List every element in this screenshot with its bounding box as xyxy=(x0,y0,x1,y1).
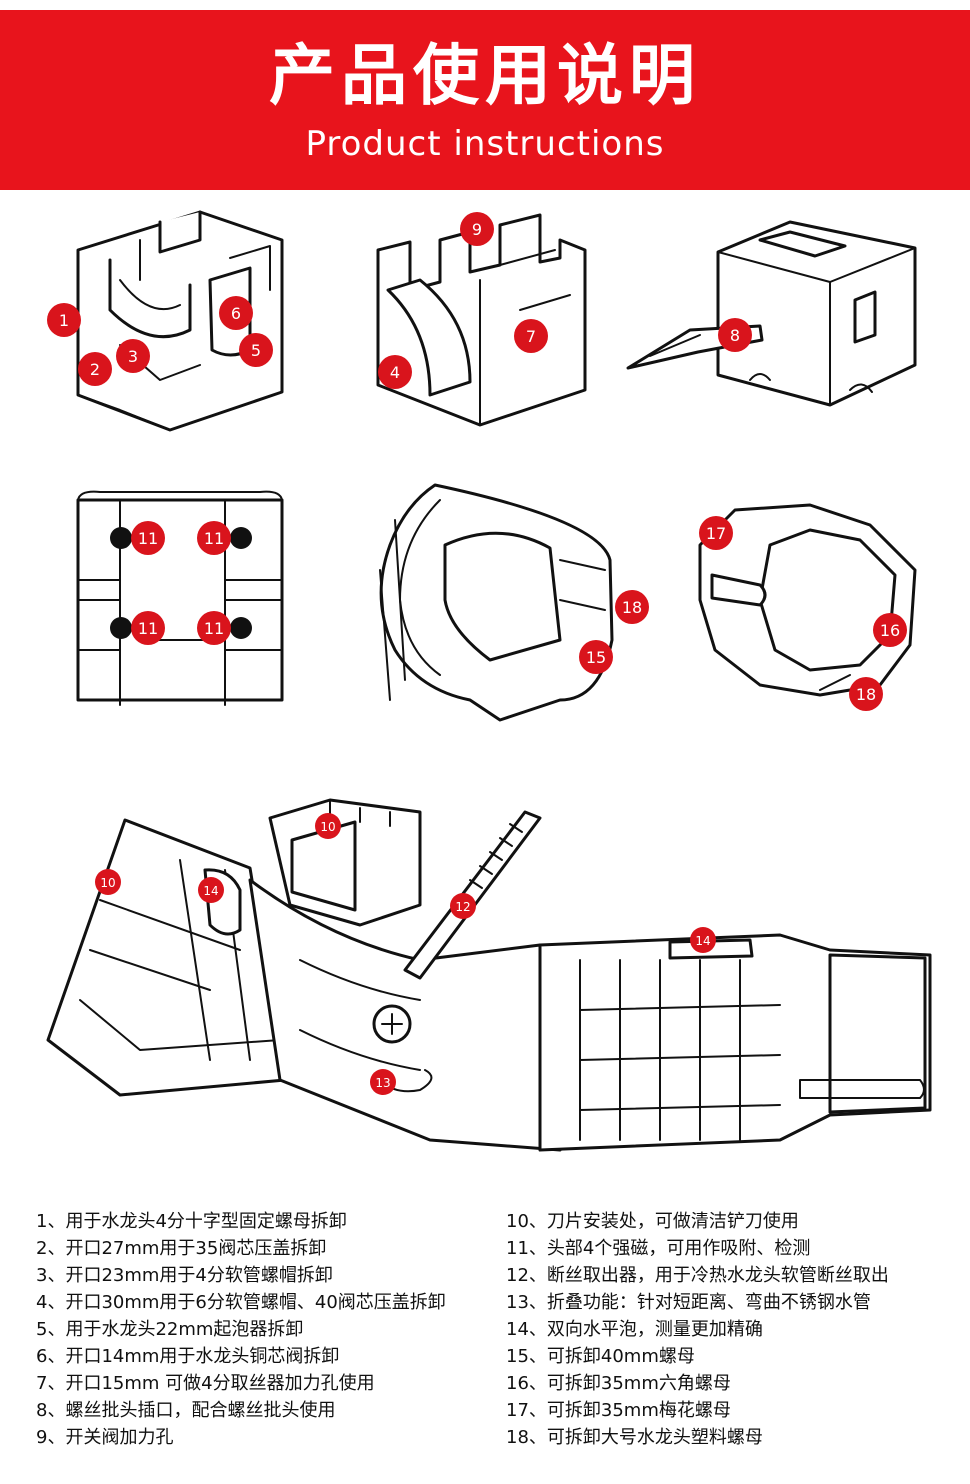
svg-text:18: 18 xyxy=(856,685,876,704)
svg-text:2: 2 xyxy=(90,360,100,379)
marker-9: 9 xyxy=(460,212,494,246)
marker-8: 8 xyxy=(718,318,752,352)
svg-text:11: 11 xyxy=(138,619,158,638)
instruction-item: 4、开口30mm用于6分软管螺帽、40阀芯压盖拆卸 xyxy=(36,1292,446,1313)
svg-text:12: 12 xyxy=(455,900,470,914)
product-illustrations: 1 2 3 6 5 9 7 4 8 11 11 11 11 18 15 17 1… xyxy=(46,210,932,1152)
octagon-nut-clip xyxy=(698,503,917,697)
instructions-list-right: 10、刀片安装处，可做清洁铲刀使用 11、头部4个强磁，可用作吸附、检测 12、… xyxy=(506,1208,889,1451)
instructions-list-left: 1、用于水龙头4分十字型固定螺母拆卸 2、开口27mm用于35阀芯压盖拆卸 3、… xyxy=(36,1208,446,1451)
instruction-item: 7、开口15mm 可做4分取丝器加力孔使用 xyxy=(36,1373,375,1394)
svg-text:17: 17 xyxy=(706,524,726,543)
marker-11-bottom-right: 11 xyxy=(197,611,231,645)
svg-text:10: 10 xyxy=(100,876,115,890)
instruction-item: 5、用于水龙头22mm起泡器拆卸 xyxy=(36,1319,304,1340)
marker-4: 4 xyxy=(378,355,412,389)
marker-13: 13 xyxy=(370,1069,396,1095)
marker-11-top-left: 11 xyxy=(131,521,165,555)
marker-7: 7 xyxy=(514,319,548,353)
marker-2: 2 xyxy=(78,352,112,386)
svg-text:14: 14 xyxy=(203,884,218,898)
marker-3: 3 xyxy=(116,339,150,373)
svg-text:13: 13 xyxy=(375,1076,390,1090)
instruction-item: 16、可拆卸35mm六角螺母 xyxy=(506,1373,731,1394)
tool-head-view-a xyxy=(76,210,284,432)
instruction-item: 3、开口23mm用于4分软管螺帽拆卸 xyxy=(36,1265,333,1286)
marker-17: 17 xyxy=(699,516,733,550)
svg-text:18: 18 xyxy=(622,598,642,617)
tool-top-view-magnets xyxy=(76,490,284,706)
svg-text:14: 14 xyxy=(695,934,710,948)
page-subtitle: Product instructions xyxy=(305,124,665,164)
marker-18-nut-clip: 18 xyxy=(849,677,883,711)
instruction-item: 10、刀片安装处，可做清洁铲刀使用 xyxy=(506,1211,799,1232)
marker-6: 6 xyxy=(219,296,253,330)
marker-14-left: 14 xyxy=(198,877,224,903)
instruction-item: 8、螺丝批头插口，配合螺丝批头使用 xyxy=(36,1400,336,1421)
svg-text:5: 5 xyxy=(251,341,261,360)
instruction-item: 13、折叠功能：针对短距离、弯曲不锈钢水管 xyxy=(506,1292,871,1313)
marker-16: 16 xyxy=(873,613,907,647)
svg-text:3: 3 xyxy=(128,347,138,366)
instruction-item: 17、可拆卸35mm梅花螺母 xyxy=(506,1400,731,1421)
svg-text:11: 11 xyxy=(204,529,224,548)
svg-text:1: 1 xyxy=(59,311,69,330)
instruction-item: 12、断丝取出器，用于冷热水龙头软管断丝取出 xyxy=(506,1265,889,1286)
svg-text:6: 6 xyxy=(231,304,241,323)
marker-11-top-right: 11 xyxy=(197,521,231,555)
marker-10-blade: 10 xyxy=(315,813,341,839)
svg-text:11: 11 xyxy=(204,619,224,638)
marker-14-right: 14 xyxy=(690,927,716,953)
tool-head-view-b xyxy=(376,213,587,427)
svg-text:7: 7 xyxy=(526,327,536,346)
marker-11-bottom-left: 11 xyxy=(131,611,165,645)
instruction-item: 15、可拆卸40mm螺母 xyxy=(506,1346,695,1367)
instruction-item: 1、用于水龙头4分十字型固定螺母拆卸 xyxy=(36,1211,347,1232)
svg-text:11: 11 xyxy=(138,529,158,548)
svg-text:8: 8 xyxy=(730,326,740,345)
marker-5: 5 xyxy=(239,333,273,367)
svg-text:16: 16 xyxy=(880,621,900,640)
marker-18-large-clip: 18 xyxy=(615,590,649,624)
instruction-item: 9、开关阀加力孔 xyxy=(36,1427,174,1448)
ring-clip-large xyxy=(379,483,614,722)
svg-text:10: 10 xyxy=(320,820,335,834)
marker-1: 1 xyxy=(47,303,81,337)
instruction-item: 2、开口27mm用于35阀芯压盖拆卸 xyxy=(36,1238,327,1259)
svg-text:15: 15 xyxy=(586,648,606,667)
tool-head-view-c xyxy=(626,220,917,407)
instruction-item: 6、开口14mm用于水龙头铜芯阀拆卸 xyxy=(36,1346,340,1367)
header-banner: 产品使用说明 Product instructions xyxy=(0,10,970,190)
marker-12: 12 xyxy=(450,893,476,919)
marker-10-head: 10 xyxy=(95,869,121,895)
svg-text:4: 4 xyxy=(390,363,400,382)
instruction-item: 14、双向水平泡，测量更加精确 xyxy=(506,1319,763,1340)
svg-text:9: 9 xyxy=(472,220,482,239)
instruction-item: 11、头部4个强磁，可用作吸附、检测 xyxy=(506,1238,811,1259)
main-tool-body xyxy=(46,798,932,1152)
page-title: 产品使用说明 xyxy=(269,37,701,114)
instruction-item: 18、可拆卸大号水龙头塑料螺母 xyxy=(506,1427,763,1448)
marker-15: 15 xyxy=(579,640,613,674)
